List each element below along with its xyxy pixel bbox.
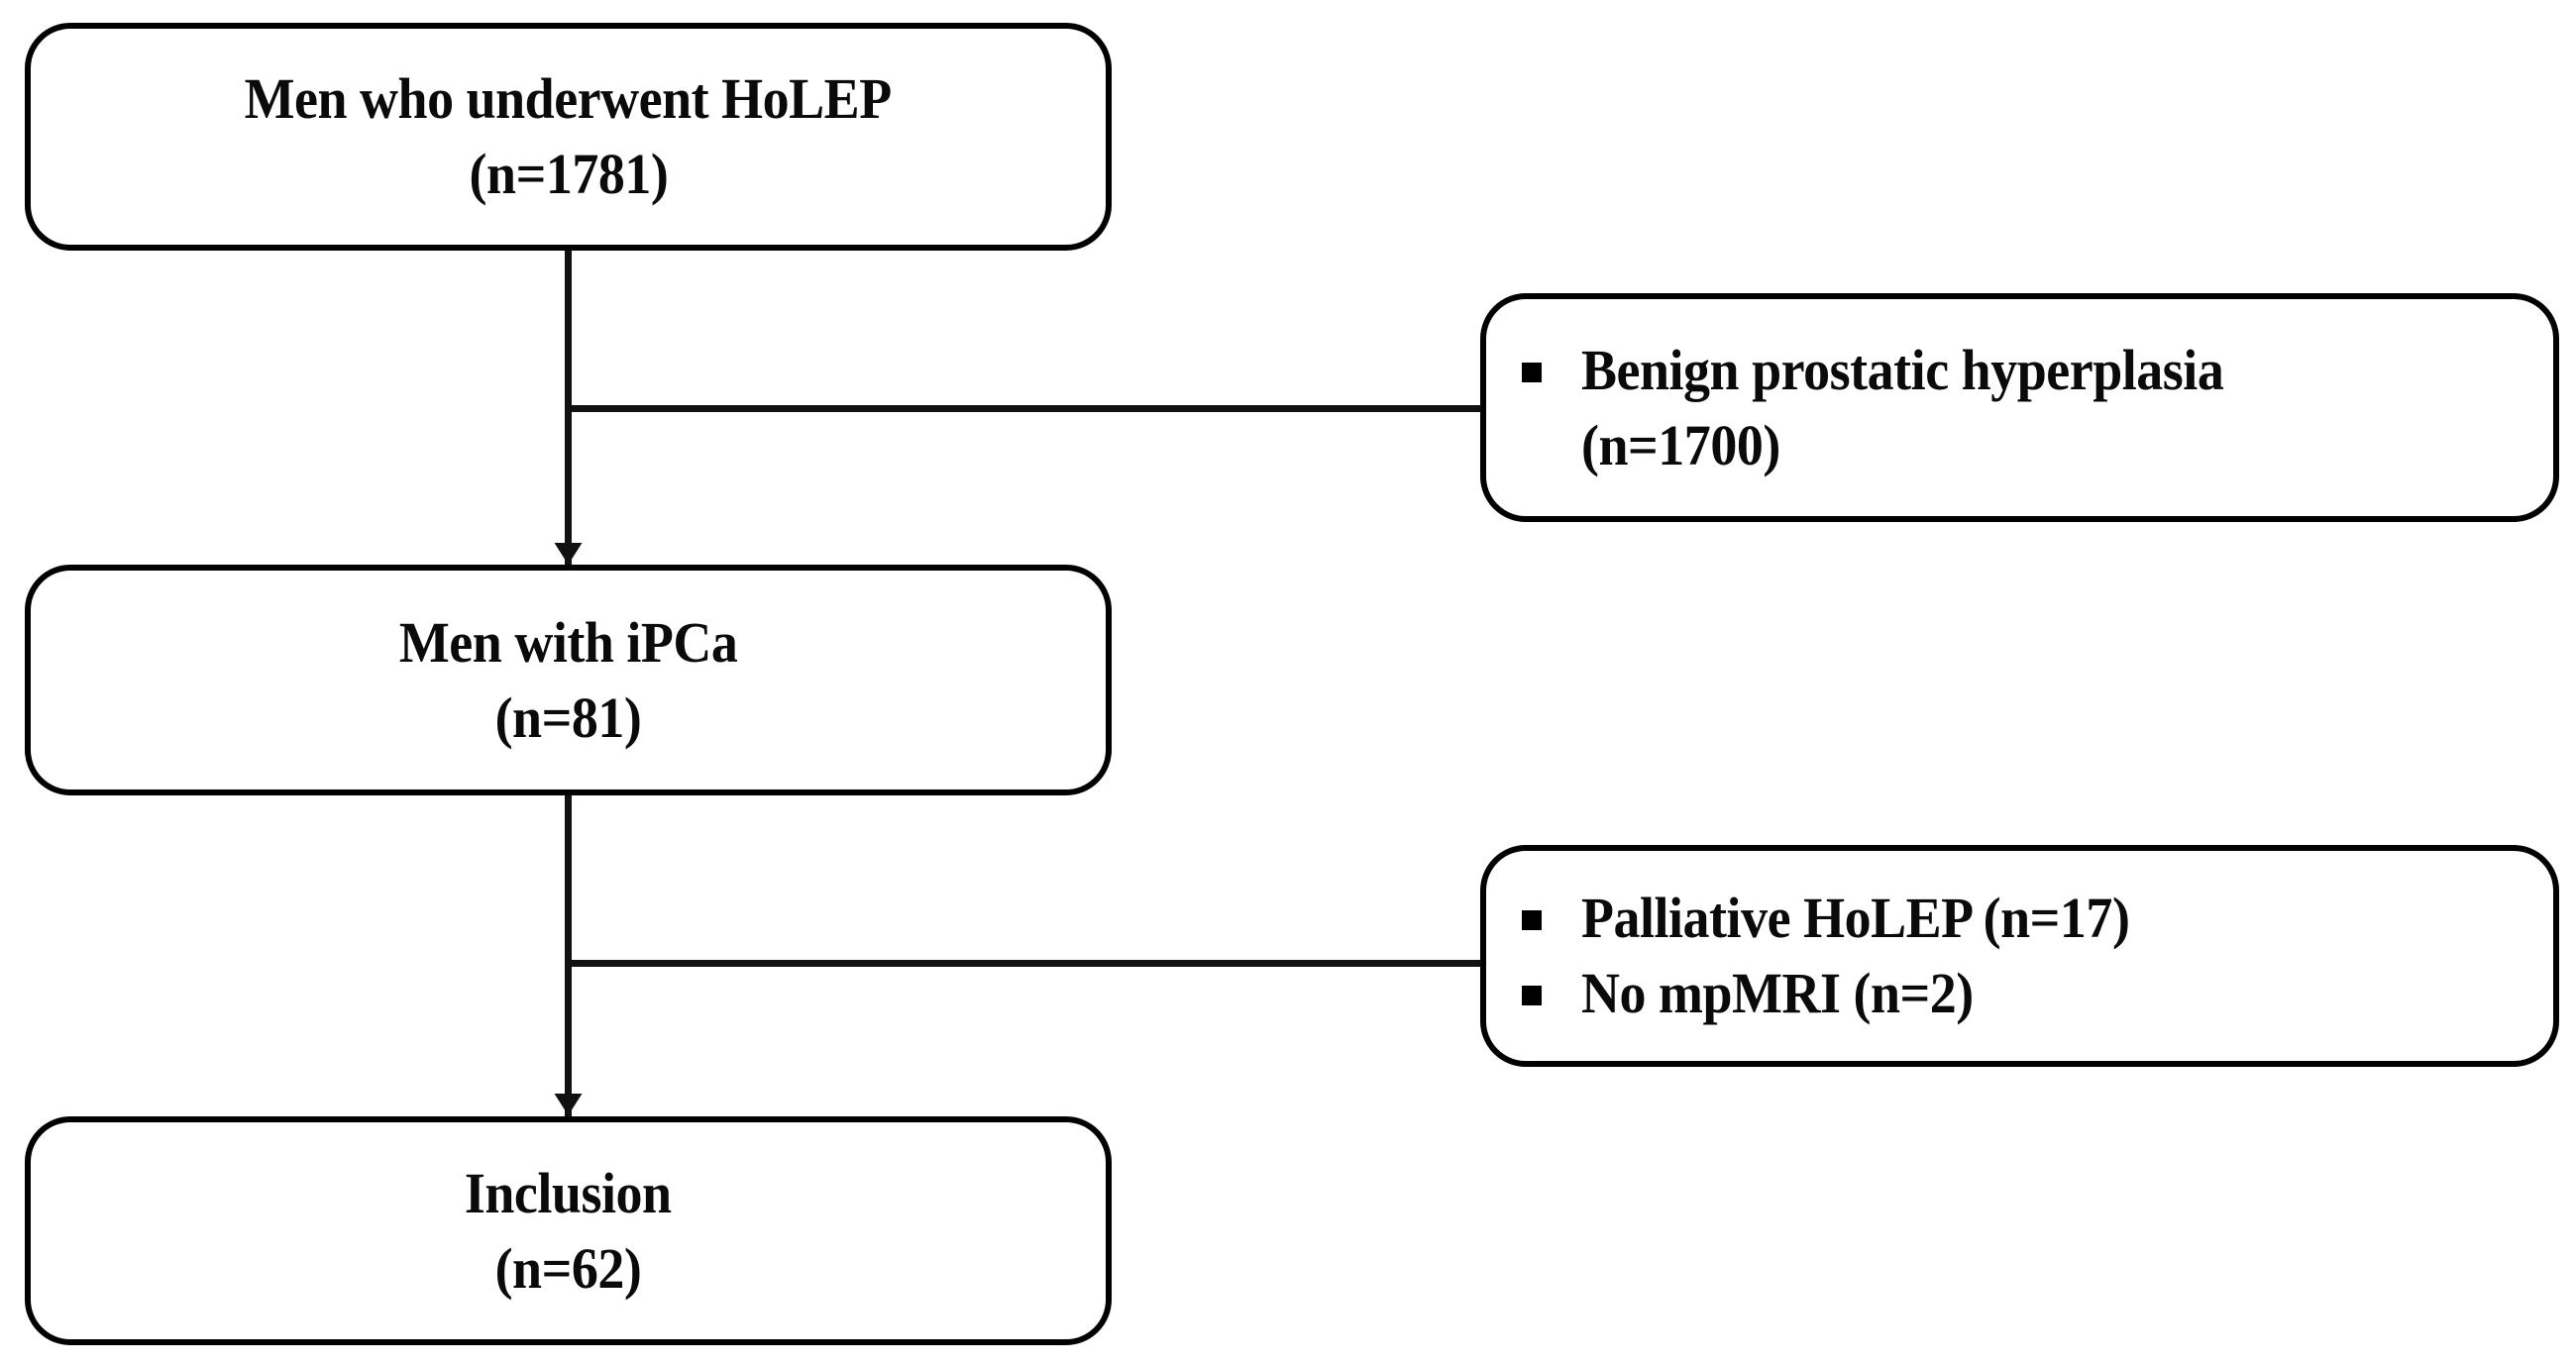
node-screened-count: (n=1781) <box>469 142 668 206</box>
arrowhead-to-inclusion <box>554 1094 583 1115</box>
node-inclusion: Inclusion (n=62) <box>25 1116 1112 1345</box>
square-bullet-icon <box>1522 986 1542 1005</box>
node-ipca-count: (n=81) <box>494 684 642 750</box>
exclusion-2-item-2-label: No mpMRI (n=2) <box>1581 961 1974 1025</box>
node-exclusion-palliative-and-no-mpmri: Palliative HoLEP (n=17) No mpMRI (n=2) <box>1480 845 2559 1067</box>
connector-branch-exclusion-2 <box>565 960 1486 967</box>
node-men-who-underwent-holep: Men who underwent HoLEP (n=1781) <box>25 23 1112 251</box>
node-inclusion-label: Inclusion <box>465 1160 672 1225</box>
node-exclusion-benign-prostatic-hyperplasia: Benign prostatic hyperplasia (n=1700) <box>1480 293 2559 522</box>
node-screened-label: Men who underwent HoLEP <box>244 66 893 131</box>
exclusion-2-item-2-text: No mpMRI (n=2) <box>1581 956 2553 1031</box>
arrowhead-to-ipca <box>554 543 583 565</box>
connector-ipca-to-inclusion <box>565 795 572 1119</box>
node-men-with-ipca: Men with iPCa (n=81) <box>25 565 1112 795</box>
connector-branch-exclusion-1 <box>565 405 1486 412</box>
exclusion-1-label: Benign prostatic hyperplasia <box>1581 337 2224 402</box>
list-item: Benign prostatic hyperplasia (n=1700) <box>1522 333 2553 483</box>
node-ipca-label: Men with iPCa <box>398 609 738 675</box>
node-inclusion-count: (n=62) <box>494 1235 642 1301</box>
square-bullet-icon <box>1522 910 1542 930</box>
list-item: Palliative HoLEP (n=17) <box>1522 881 2553 956</box>
square-bullet-icon <box>1522 362 1542 382</box>
exclusion-2-item-1-text: Palliative HoLEP (n=17) <box>1581 881 2553 956</box>
exclusion-1-count: (n=1700) <box>1581 412 1780 477</box>
exclusion-2-item-1-label: Palliative HoLEP (n=17) <box>1581 886 2130 950</box>
list-item: No mpMRI (n=2) <box>1522 956 2553 1031</box>
exclusion-1-text: Benign prostatic hyperplasia (n=1700) <box>1581 333 2553 483</box>
